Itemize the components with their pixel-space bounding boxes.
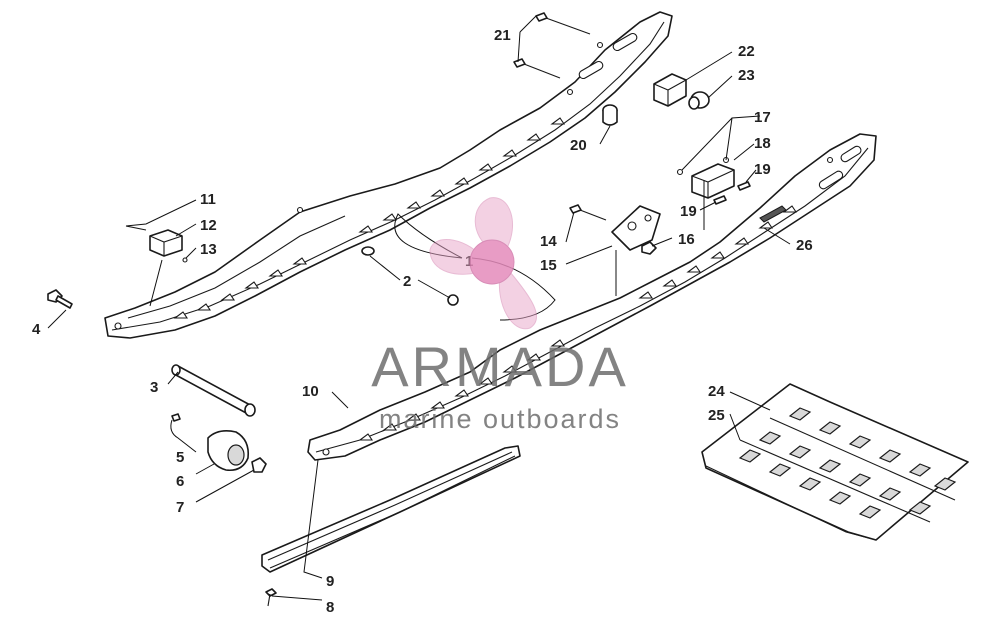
screw-19b xyxy=(713,195,727,205)
callout-10: 10 xyxy=(302,383,319,400)
watermark-tagline: marine outboards xyxy=(379,404,621,434)
callout-14: 14 xyxy=(540,233,557,250)
callout-6: 6 xyxy=(176,473,184,490)
rail-slots-left xyxy=(114,32,638,330)
callout-16: 16 xyxy=(678,231,695,248)
wear-strip xyxy=(261,445,521,573)
callout-19a: 19 xyxy=(754,161,771,178)
callout-11: 11 xyxy=(200,191,216,208)
callout-19b: 19 xyxy=(680,203,697,220)
bolt-5 xyxy=(171,413,181,422)
callout-3: 3 xyxy=(150,379,158,396)
bushing-20 xyxy=(602,104,618,126)
callout-8: 8 xyxy=(326,599,334,616)
spacer-23 xyxy=(688,91,710,110)
callout-25: 25 xyxy=(708,407,725,424)
nut-16 xyxy=(641,241,657,255)
callout-23: 23 xyxy=(738,67,755,84)
bolts-21 xyxy=(513,12,591,79)
callout-7: 7 xyxy=(176,499,184,516)
watermark-brand: ARMADA xyxy=(371,335,629,398)
track-section xyxy=(701,383,969,541)
bumper-22 xyxy=(653,73,687,107)
callout-24: 24 xyxy=(708,383,725,400)
mount-bracket-15 xyxy=(569,204,661,255)
callout-15: 15 xyxy=(540,257,557,274)
callout-labels: 1 2 3 4 5 6 7 8 9 10 11 12 13 14 15 16 1… xyxy=(32,27,813,616)
nut-7 xyxy=(251,457,267,473)
callout-20: 20 xyxy=(570,137,587,154)
propeller-logo-icon xyxy=(429,197,537,330)
rail-slots-right xyxy=(322,145,862,456)
watermark: ARMADA marine outboards xyxy=(371,197,629,434)
pin-17 xyxy=(676,168,684,176)
pin-11 xyxy=(125,225,147,231)
bolt-14 xyxy=(569,204,582,214)
callout-4: 4 xyxy=(32,321,41,338)
rear-axle-shaft xyxy=(171,364,256,417)
callout-13: 13 xyxy=(200,241,217,258)
callout-22: 22 xyxy=(738,43,755,60)
callout-9: 9 xyxy=(326,573,334,590)
bolt-4 xyxy=(47,289,73,309)
track-lugs xyxy=(738,407,957,519)
left-slide-rail xyxy=(104,11,673,339)
bumper-block-12 xyxy=(125,225,188,263)
callout-2: 2 xyxy=(403,273,411,290)
clip-13 xyxy=(182,257,188,263)
rail-decal xyxy=(759,205,787,223)
callout-12: 12 xyxy=(200,217,217,234)
right-slide-rail xyxy=(307,133,877,461)
screw-19a xyxy=(737,181,751,191)
idler-wheel xyxy=(171,413,267,473)
stop-block-18 xyxy=(676,156,751,205)
spacer-2 xyxy=(361,246,459,306)
callout-5: 5 xyxy=(176,449,184,466)
callout-21: 21 xyxy=(494,27,511,44)
callout-26: 26 xyxy=(796,237,813,254)
callout-18: 18 xyxy=(754,135,771,152)
bolt-8 xyxy=(265,588,277,607)
callout-17: 17 xyxy=(754,109,771,126)
